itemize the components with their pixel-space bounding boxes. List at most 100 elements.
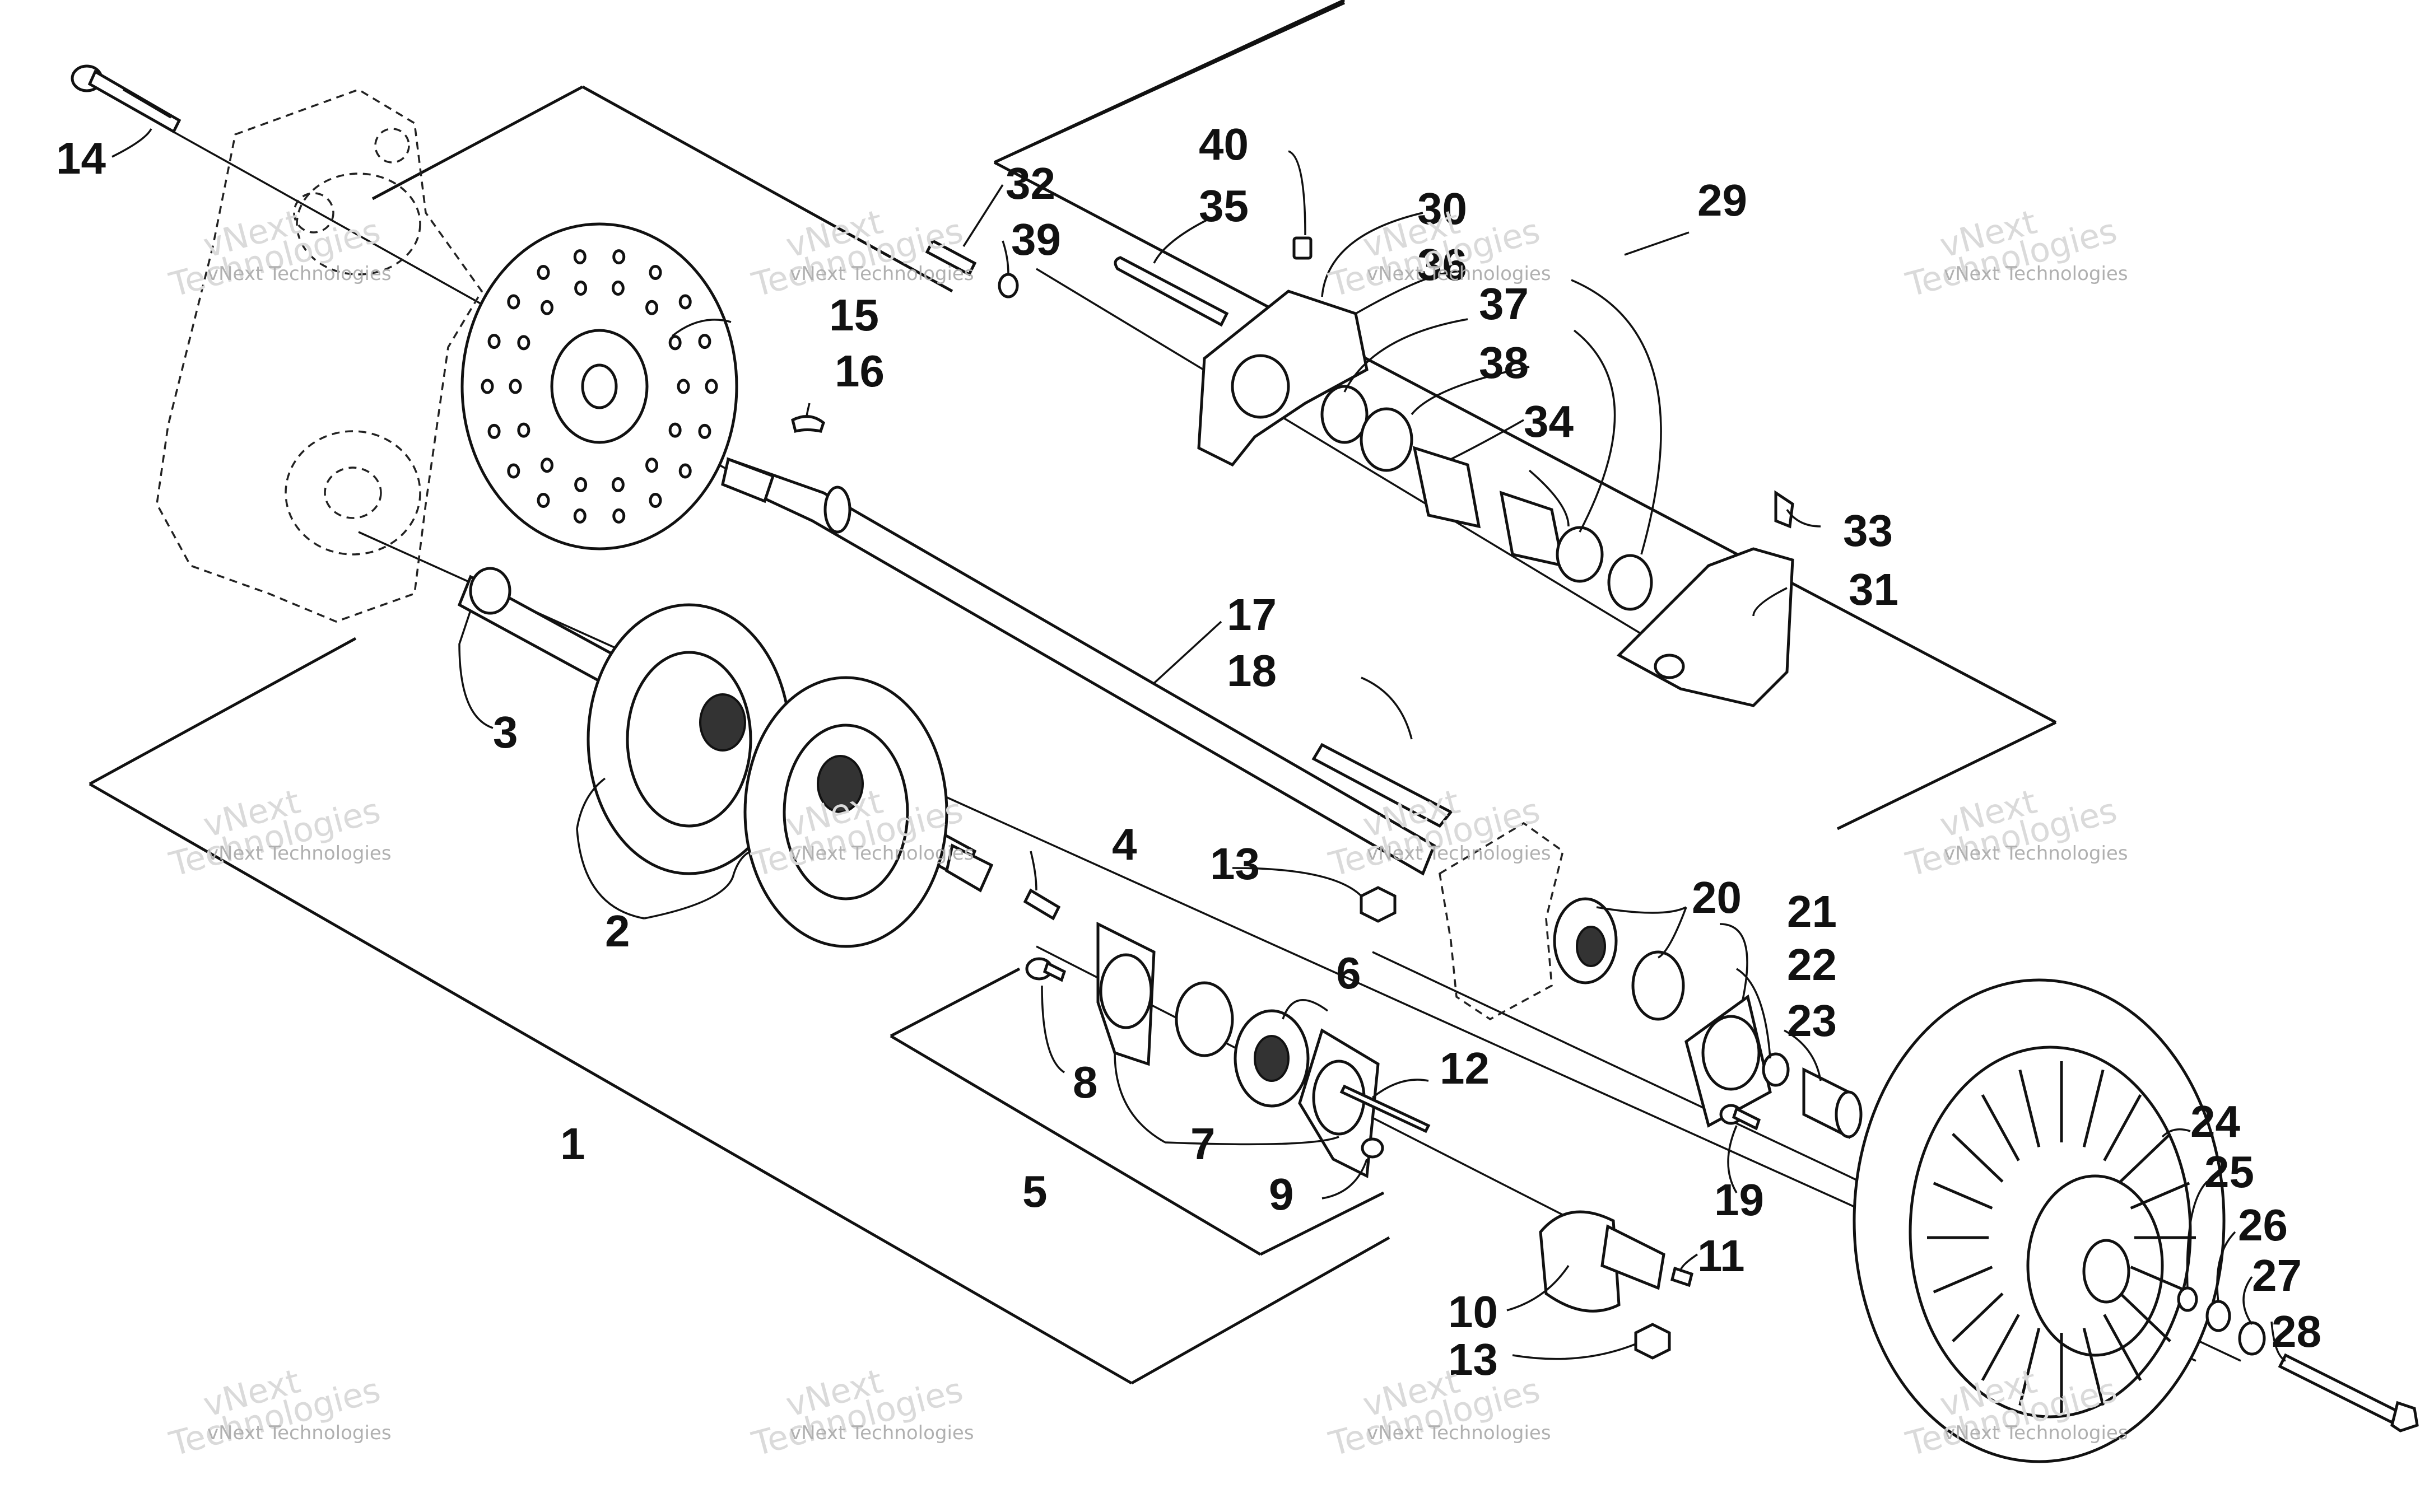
callout-18: 18	[1227, 646, 1277, 696]
part-32-bolt	[925, 239, 977, 277]
callout-16: 16	[835, 346, 885, 396]
callout-39: 39	[1011, 214, 1061, 264]
part-36-seal	[1607, 554, 1653, 611]
part-22-washer	[1762, 1052, 1790, 1087]
watermark-line1: vNext Technologies	[1367, 842, 1551, 865]
pulley-spoke	[1952, 1292, 2004, 1342]
disc-hole	[678, 463, 692, 479]
part-25-washer	[2177, 1286, 2198, 1312]
part-12-rod	[1339, 1084, 1431, 1133]
part-4-pin	[1023, 888, 1061, 921]
callout-10: 10	[1448, 1287, 1498, 1337]
callout-5: 5	[1022, 1166, 1048, 1216]
pulley-spoke	[2018, 1069, 2041, 1147]
bearing-housing-outline	[1439, 822, 1564, 1021]
part-28-bolt	[2278, 1353, 2419, 1432]
part-39-washer	[998, 273, 1019, 298]
watermark-line1: vNext Technologies	[207, 1422, 392, 1444]
watermark-line1: vNext Technologies	[790, 263, 974, 285]
callout-12: 12	[1440, 1043, 1490, 1093]
callout-29: 29	[1697, 175, 1747, 225]
part-14-bolt	[71, 64, 182, 134]
pulley-spoke	[2082, 1069, 2105, 1147]
disc-hole	[509, 379, 522, 394]
part-13-nut-lower	[1634, 1323, 1671, 1360]
part-35-pin	[1114, 256, 1229, 327]
watermark-line1: vNext Technologies	[1944, 1422, 2128, 1444]
pulley-spoke	[2082, 1328, 2105, 1406]
part-30-caliper-body	[1197, 290, 1369, 467]
watermark-line1: vNext Technologies	[207, 263, 392, 285]
disc-hole	[487, 423, 501, 439]
callout-34: 34	[1524, 396, 1574, 446]
callout-9: 9	[1269, 1169, 1294, 1219]
disc-hole	[698, 423, 711, 439]
callout-7: 7	[1190, 1119, 1216, 1169]
watermark-line1: vNext Technologies	[1367, 263, 1551, 285]
disc-hole	[574, 477, 588, 492]
callout-22: 22	[1787, 940, 1837, 990]
pulley-spoke	[2130, 1182, 2190, 1210]
disc-hole	[668, 422, 682, 438]
part-15-brake-disc	[460, 222, 738, 550]
pulley-spoke	[1981, 1314, 2020, 1382]
disc-hole	[517, 422, 530, 438]
disc-hole	[649, 493, 662, 508]
callout-20: 20	[1692, 872, 1742, 922]
pulley-spoke	[2103, 1314, 2142, 1382]
brake-box-top	[993, 1, 1346, 164]
callouts: 1 2 3 4 5 6 7 8 9 10 11 12 13 13 14 15 1…	[56, 119, 2321, 1384]
callout-35: 35	[1199, 181, 1249, 231]
callout-40: 40	[1199, 119, 1249, 169]
callout-14: 14	[56, 133, 106, 183]
disc-hole	[698, 334, 711, 349]
disc-hole	[507, 463, 520, 479]
callout-26: 26	[2238, 1200, 2288, 1250]
part-38-piston	[1360, 407, 1413, 472]
watermark-line1: vNext Technologies	[1944, 263, 2128, 285]
disc-hole	[612, 249, 626, 265]
disc-hole	[645, 300, 659, 315]
disc-hole	[573, 249, 587, 265]
pulley-spoke	[2103, 1094, 2142, 1161]
callout-24: 24	[2190, 1096, 2240, 1146]
callout-38: 38	[1479, 338, 1529, 388]
part-19-bolt	[1719, 1104, 1761, 1131]
callout-19: 19	[1714, 1175, 1764, 1225]
callout-25: 25	[2204, 1147, 2254, 1197]
part-10-bracket	[1539, 1210, 1665, 1313]
watermark-line1: vNext Technologies	[207, 842, 392, 865]
pulley-spoke	[1933, 1182, 1993, 1210]
callout-13-upper: 13	[1210, 839, 1260, 889]
watermark-line1: vNext Technologies	[1944, 842, 2128, 865]
callout-36: 36	[1417, 240, 1467, 290]
pulley-spoke	[2130, 1266, 2190, 1294]
part-6-bearing	[1175, 981, 1310, 1108]
part-20-bearing-set	[1553, 897, 1685, 1021]
callout-8: 8	[1073, 1057, 1098, 1107]
disc-hole	[517, 335, 530, 351]
part-23-spacer	[1802, 1067, 1863, 1140]
part-40-screw	[1292, 236, 1313, 260]
callout-3: 3	[493, 707, 518, 757]
callout-4: 4	[1112, 819, 1137, 869]
callout-27: 27	[2252, 1250, 2302, 1300]
disc-hole	[612, 508, 626, 524]
disc-hole	[507, 294, 520, 310]
callout-1: 1	[560, 1119, 585, 1169]
part-8-bolt	[1025, 957, 1067, 982]
pulley-spoke	[1981, 1094, 2020, 1161]
part-18-key-bar	[1311, 743, 1453, 828]
callout-21: 21	[1787, 886, 1837, 936]
part-24-driven-pulley	[1853, 978, 2226, 1463]
gearcase-housing	[156, 88, 483, 623]
part-26-washer	[2205, 1300, 2231, 1332]
pulley-spoke	[2018, 1328, 2041, 1406]
callout-2: 2	[605, 906, 630, 956]
callout-15: 15	[829, 290, 879, 340]
pulley-spoke	[2119, 1292, 2171, 1342]
